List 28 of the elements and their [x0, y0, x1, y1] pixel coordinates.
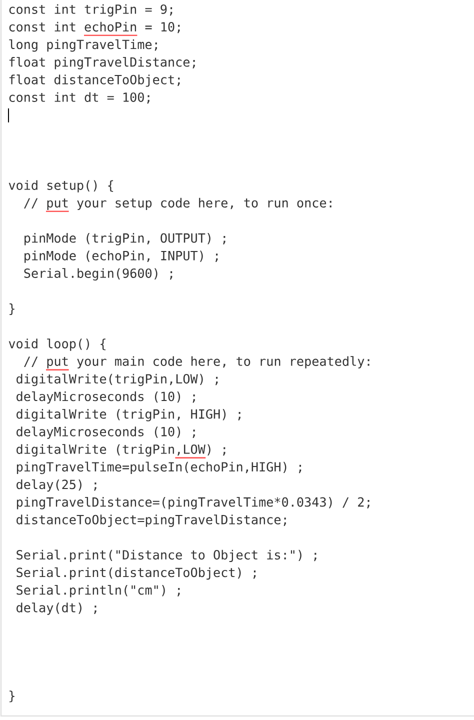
code-line: const int dt = 100; [9, 92, 150, 104]
code-line: Serial.print("Distance to Object is:") ; [16, 550, 316, 562]
code-line: Serial.print(distanceToObject) ; [16, 567, 256, 580]
code-line: digitalWrite (trigPin, HIGH) ; [16, 408, 240, 422]
code-line: distanceToObject=pingTravelDistance; [16, 514, 286, 527]
code-line: void loop() { [8, 338, 106, 351]
code-line: const int echoPin = 10; [9, 22, 180, 34]
code-line: // put your setup code here, to run once: [24, 198, 332, 210]
code-line: long pingTravelTime; [9, 39, 157, 52]
code-line: const int trigPin = 9; [9, 4, 172, 16]
code-line: digitalWrite (trigPin,LOW) ; [16, 444, 226, 456]
code-line: } [10, 303, 14, 316]
code-line: } [10, 690, 14, 702]
code-line: delayMicroseconds (10) ; [16, 391, 195, 404]
code-line: pinMode (trigPin, OUTPUT) ; [24, 233, 226, 246]
code-line: digitalWrite(trigPin,LOW) ; [16, 374, 218, 386]
code-line: pingTravelTime=pulseIn(echoPin,HIGH) ; [16, 462, 302, 474]
code-line: Serial.begin(9600) ; [24, 268, 172, 280]
code-line: delayMicroseconds (10) ; [16, 426, 195, 439]
code-line: delay(dt) ; [16, 602, 96, 615]
code-line: pinMode (echoPin, INPUT) ; [24, 250, 218, 263]
code-line: // put your main code here, to run repeatedly: [24, 356, 370, 368]
code-line: void setup() { [8, 180, 114, 192]
code-line: float pingTravelDistance; [9, 56, 195, 70]
code-line: delay(25) ; [16, 479, 96, 492]
code-line: float distanceToObject; [9, 74, 180, 87]
code-line: Serial.println("cm") ; [16, 584, 180, 598]
code-line: pingTravelDistance=(pingTravelTime*0.0343) / 2; [16, 496, 370, 510]
